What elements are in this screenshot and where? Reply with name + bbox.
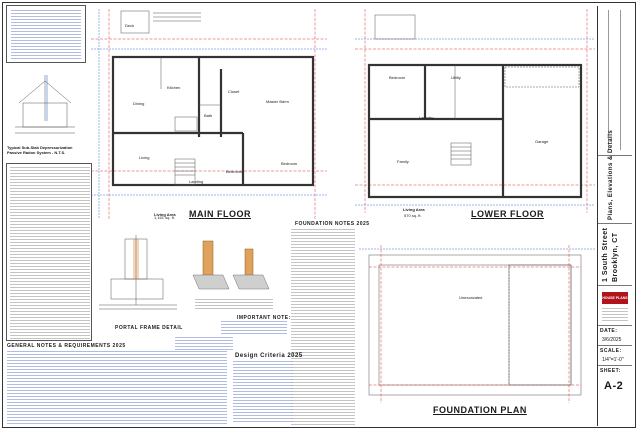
- lower-floor-area-label: Living Area: [403, 207, 425, 212]
- hold-down-caption: [195, 299, 273, 311]
- main-floor-area-value: 1,161 sq. ft.: [154, 215, 175, 220]
- portal-frame-detail: [97, 235, 179, 321]
- design-criteria-body: [233, 361, 293, 423]
- title-block: Plans, Elevations & Details 1 South Stre…: [597, 6, 632, 426]
- wall-legend: [6, 5, 86, 63]
- date-value: 3/6/2025: [602, 337, 622, 343]
- brand-logo: HOUSE PLANS: [602, 292, 628, 304]
- important-note-body: [221, 321, 287, 335]
- room-label-unexcavated: Unexcavated: [459, 295, 483, 300]
- scale-cell: SCALE: 1/4"=1'-0": [598, 346, 632, 366]
- main-floor-title: MAIN FLOOR: [189, 209, 251, 219]
- general-notes-body: [7, 351, 227, 425]
- lower-floor-drawing: [355, 9, 595, 213]
- scale-label: SCALE:: [600, 348, 622, 354]
- hold-down-renderings: [189, 239, 273, 295]
- design-criteria-title: Design Criteria 2025: [235, 353, 303, 359]
- general-notes-title: GENERAL NOTES & REQUIREMENTS 2025: [7, 343, 126, 349]
- foundation-plan: Unexcavated: [359, 235, 595, 403]
- room-label-lower-bedroom: Bedroom: [389, 75, 406, 80]
- address-cell: 1 South Street Brooklyn, CT: [598, 224, 632, 286]
- room-label-closet: Closet: [228, 89, 240, 94]
- radon-system-detail: [9, 73, 79, 143]
- foundation-plan-title: FOUNDATION PLAN: [433, 405, 527, 415]
- room-label-family: Family: [397, 159, 409, 164]
- drawing-title: Plans, Elevations & Details: [608, 129, 614, 220]
- sheet-label: SHEET:: [600, 368, 621, 374]
- date-cell: DATE: 3/6/2025: [598, 326, 632, 346]
- lower-floor-plan: Bedroom Utility Laundry Family Garage Li…: [355, 9, 595, 213]
- room-label-master-bdrm: Master Bdrm: [266, 99, 289, 104]
- room-label-living: Living: [139, 155, 150, 160]
- foundation-notes-title: FOUNDATION NOTES 2025: [295, 221, 370, 227]
- general-notes-addendum: [175, 337, 233, 351]
- room-label-landing: Landing: [189, 179, 204, 184]
- sheet-cell: SHEET: A-2: [598, 366, 632, 406]
- room-label-deck: Deck: [125, 23, 135, 28]
- foundation-notes-body: [291, 229, 355, 425]
- main-floor-area-label: Living Area: [154, 212, 176, 217]
- room-label-bath: Bath: [204, 113, 213, 118]
- radon-detail-caption: Typical Sub-Slab Depressurization Passiv…: [7, 145, 73, 155]
- room-label-laundry: Laundry: [419, 115, 434, 120]
- radon-system-sketch: [15, 75, 75, 134]
- important-note-title: IMPORTANT NOTE:: [237, 315, 291, 321]
- room-label-kitchen: Kitchen: [167, 85, 181, 90]
- drawing-sheet: Typical Sub-Slab Depressurization Passiv…: [2, 2, 636, 428]
- room-label-utility: Utility: [451, 75, 461, 80]
- date-label: DATE:: [600, 328, 618, 334]
- portal-frame-drawing: [99, 235, 177, 310]
- room-label-bedroom-2: Bedroom: [281, 161, 298, 166]
- sheet-number: A-2: [604, 380, 624, 392]
- room-label-dining: Dining: [133, 101, 145, 106]
- room-label-bedroom-1: Bedroom: [226, 169, 243, 174]
- room-label-garage: Garage: [535, 139, 549, 144]
- drawing-title-cell: Plans, Elevations & Details: [598, 130, 632, 224]
- revision-block: [598, 6, 632, 156]
- main-floor-plan: Deck Kitchen Dining Living Bedroom Bedro…: [91, 9, 327, 219]
- address-line-2: Brooklyn, CT: [612, 232, 619, 282]
- lower-floor-area-value: 570 sq. ft.: [404, 213, 422, 218]
- window-door-schedule: [6, 163, 92, 341]
- foundation-plan-drawing: [359, 245, 595, 403]
- address-line-1: 1 South Street: [602, 227, 609, 282]
- main-floor-drawing: [91, 9, 327, 219]
- brand-cell: HOUSE PLANS: [598, 286, 632, 326]
- scale-value: 1/4"=1'-0": [602, 357, 624, 363]
- hold-down-3d-sketch: [192, 240, 270, 290]
- lower-floor-title: LOWER FLOOR: [471, 209, 544, 219]
- portal-frame-title: PORTAL FRAME DETAIL: [115, 325, 183, 331]
